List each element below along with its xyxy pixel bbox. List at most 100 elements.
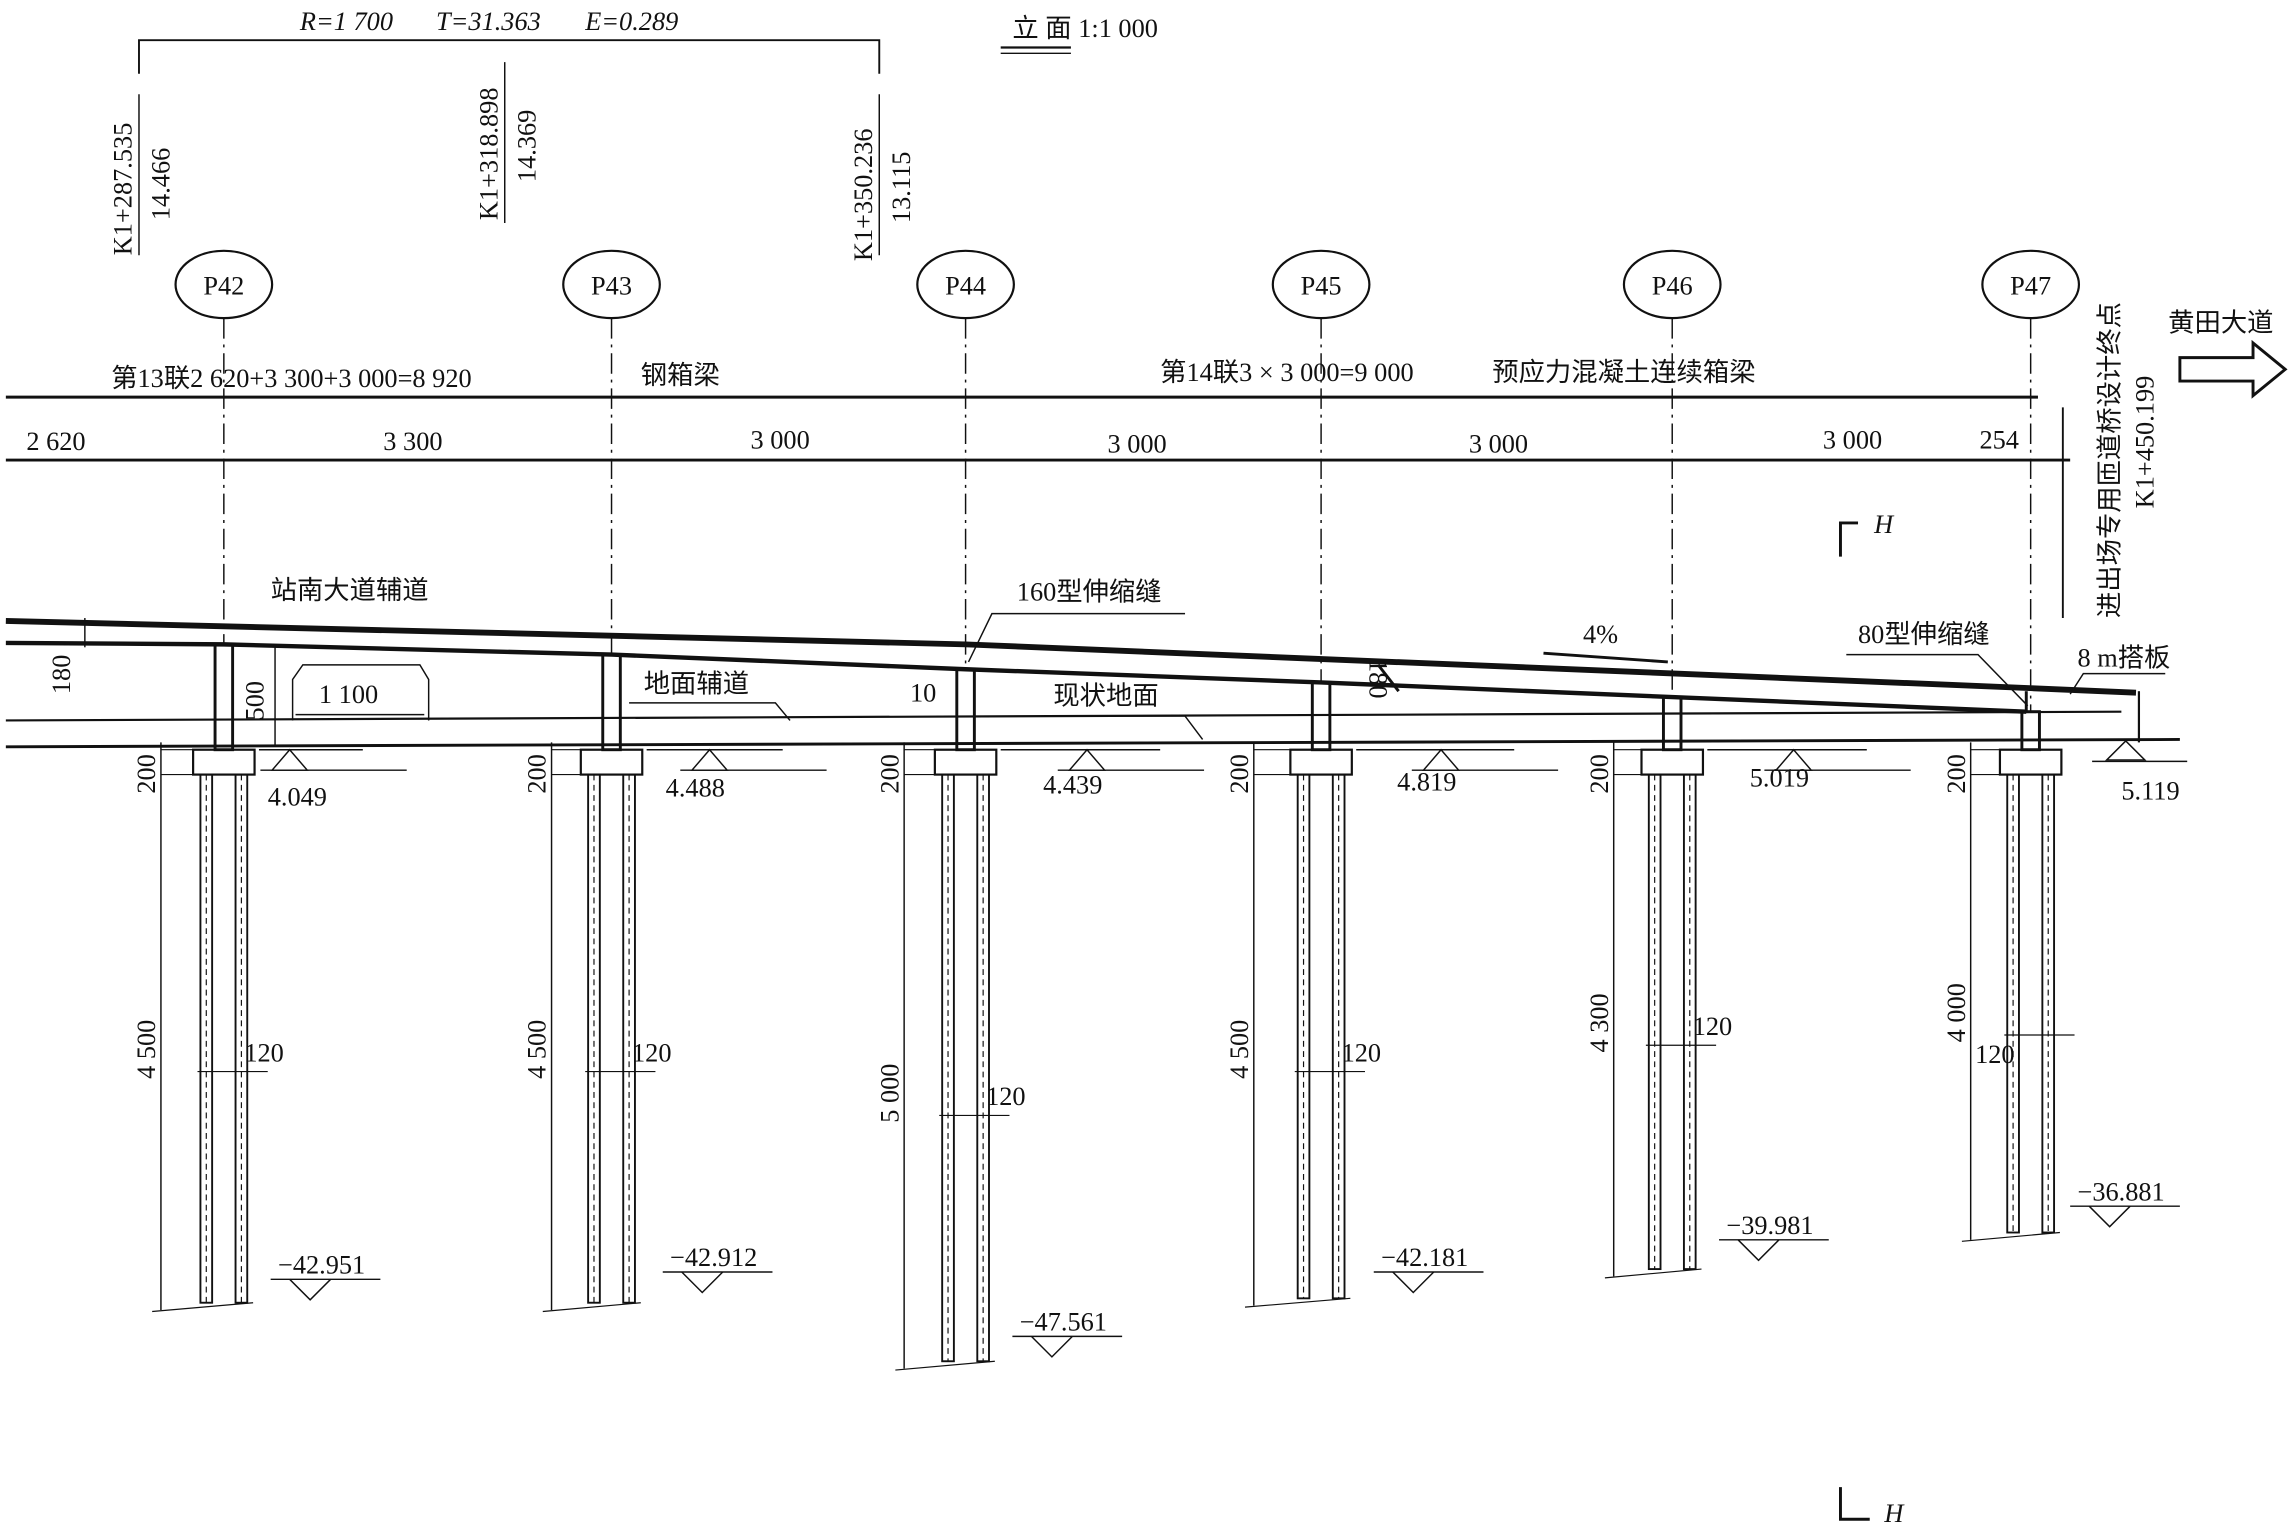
pile <box>199 773 214 1304</box>
station-3: K1+350.236 <box>849 128 878 261</box>
pile-length: 4 300 <box>1585 993 1614 1052</box>
pile-length: 4 500 <box>132 1020 161 1079</box>
curve-T: T=31.363 <box>436 7 541 36</box>
span-dim: 3 000 <box>1107 430 1166 459</box>
cap-height: 200 <box>1585 754 1614 794</box>
station-2-elev: 14.369 <box>512 110 541 182</box>
pile-length: 4 500 <box>1225 1020 1254 1079</box>
curve-R: R=1 700 <box>299 7 393 36</box>
section-mark-top: H <box>1873 510 1895 539</box>
pile-cap <box>1640 748 1705 776</box>
tip-elevation-marker-icon <box>1392 1271 1435 1294</box>
pile-tip-elevation: −39.981 <box>1726 1211 1813 1240</box>
pile-diameter: 120 <box>1693 1012 1733 1041</box>
pier-name: P43 <box>591 272 632 301</box>
tip-elevation-marker-icon <box>289 1278 332 1301</box>
section-mark-icon <box>1839 521 1859 557</box>
joint160-leader <box>967 612 1186 663</box>
pile-length: 4 000 <box>1942 983 1971 1042</box>
pier-name: P47 <box>2010 272 2051 301</box>
span14-type: 预应力混凝土连续箱梁 <box>1492 358 1755 387</box>
cap-height: 200 <box>875 754 904 794</box>
pier-column <box>213 642 235 752</box>
span-dim: 2 620 <box>26 427 85 456</box>
abutment-elevation: 5.119 <box>2121 776 2179 805</box>
drawing-title: 立 面 1:1 000 <box>1012 14 1158 43</box>
tip-dim-ext <box>152 1302 254 1313</box>
pile-cap <box>933 748 998 776</box>
pile-diameter: 120 <box>632 1038 671 1067</box>
cap-top-elevation: 4.439 <box>1043 771 1102 800</box>
pier-name: P46 <box>1652 272 1693 301</box>
pile-cap <box>579 748 644 776</box>
road2-label: 地面辅道 <box>644 670 749 699</box>
pile-length: 5 000 <box>875 1064 904 1123</box>
slab-leader <box>2069 672 2166 695</box>
endpoint-label: 进出场专用匝道桥设计终点 <box>2095 302 2124 618</box>
cap-top-elevation: 4.049 <box>268 782 327 811</box>
tip-dim-ext <box>542 1302 641 1313</box>
section-mark-icon <box>1839 1487 1870 1521</box>
deck-top-line <box>5 618 2137 696</box>
tip-dim-ext <box>1604 1268 1702 1279</box>
tip-elevation-marker-icon <box>1030 1335 1073 1358</box>
existing-ground-line <box>5 738 2180 749</box>
joint160-label: 160型伸缩缝 <box>1017 577 1162 606</box>
cap-height: 200 <box>1225 754 1254 794</box>
slope-arrow-icon <box>1543 651 1668 664</box>
span-dim: 3 300 <box>383 427 442 456</box>
tip-dim-ext <box>1244 1297 1351 1308</box>
pile <box>941 773 955 1363</box>
clearance-label: 500 <box>240 681 269 720</box>
pile-diameter: 120 <box>1342 1038 1382 1067</box>
cap-height: 200 <box>1942 754 1971 794</box>
pier-p46: P46 200 4 300 120 5.019 −39.981 <box>1585 249 1911 1279</box>
station-1: K1+287.535 <box>109 123 138 256</box>
deck-depth-dim-2 <box>1377 663 1400 693</box>
abutment-elevation-icon <box>2104 739 2147 761</box>
pile-cap <box>192 748 256 776</box>
pier-column <box>601 653 622 752</box>
station-1-elev: 14.466 <box>147 148 176 220</box>
road1-label: 站南大道辅道 <box>271 576 429 605</box>
span13-label: 第13联2 620+3 300+3 000=8 920 <box>111 364 471 393</box>
tip-dim-ext <box>1961 1231 2060 1242</box>
pile-tip-elevation: −42.181 <box>1381 1243 1468 1272</box>
pile-tip-elevation: −47.561 <box>1020 1308 1107 1337</box>
pile-tip-elevation: −36.881 <box>2077 1177 2164 1206</box>
road2-leader <box>629 702 791 721</box>
pile <box>976 773 990 1363</box>
elevation-marker-icon <box>690 748 729 771</box>
pier-p44: P44 200 5 000 120 4.439 −47.561 <box>875 249 1205 1371</box>
pile-tip-elevation: −42.912 <box>670 1243 757 1272</box>
joint80-leader <box>1846 653 2029 707</box>
span-dim: 3 000 <box>1469 430 1528 459</box>
pile <box>587 773 601 1304</box>
direction-label: 黄田大道 <box>2168 308 2273 337</box>
elevation-marker-icon <box>1067 748 1107 771</box>
cap-top-elevation: 4.819 <box>1397 768 1456 797</box>
span-dim: 254 <box>1979 425 2019 454</box>
curve-E: E=0.289 <box>584 7 678 36</box>
pier-column <box>2020 710 2041 752</box>
tip-elevation-marker-icon <box>1737 1239 1780 1262</box>
span-dim: 3 000 <box>751 425 810 454</box>
pile-diameter: 120 <box>986 1082 1026 1111</box>
clearance-width-label: 1 100 <box>319 680 378 709</box>
pile-cap <box>1998 748 2063 776</box>
span13-type: 钢箱梁 <box>641 361 720 390</box>
pile-diameter: 120 <box>244 1038 283 1067</box>
endpoint-station: K1+450.199 <box>2131 376 2160 509</box>
span-dim: 3 000 <box>1823 425 1882 454</box>
station-3-elev: 13.115 <box>887 152 916 223</box>
pier-column <box>955 667 976 752</box>
pile-tip-elevation: −42.951 <box>278 1250 365 1279</box>
cap-top-elevation: 5.019 <box>1750 763 1809 792</box>
station-2: K1+318.898 <box>474 88 503 221</box>
slab-label: 8 m搭板 <box>2077 643 2170 672</box>
pier-name: P44 <box>945 272 986 301</box>
